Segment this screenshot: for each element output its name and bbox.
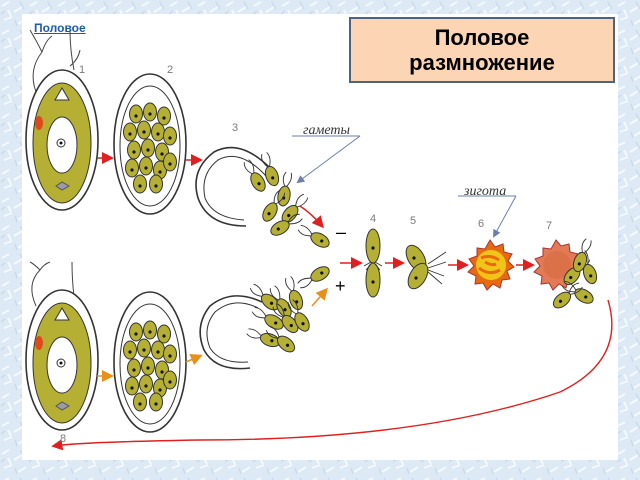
stage-number-5: 5 xyxy=(410,215,417,227)
stage-number-8: 8 xyxy=(60,433,67,445)
mature-zygote xyxy=(533,236,600,312)
stage-number-1: 1 xyxy=(79,64,86,76)
fusing-gametes xyxy=(295,222,333,292)
zygote xyxy=(467,239,515,291)
released-gametes-bottom xyxy=(199,274,313,370)
mother-cell-top xyxy=(25,29,99,211)
stage-number-6: 6 xyxy=(478,218,485,230)
stage-number-7: 7 xyxy=(546,220,553,232)
page-title: Половое размножение xyxy=(409,25,555,75)
stage-4-pair xyxy=(363,228,383,298)
stage-number-3: 3 xyxy=(232,122,239,134)
process-arrows xyxy=(51,152,613,451)
zygote-caption: зигота xyxy=(464,184,507,199)
stage-5-fusion xyxy=(405,244,447,290)
caption-pointers xyxy=(292,135,517,238)
released-gametes-top xyxy=(195,146,311,239)
gametangium-top xyxy=(113,73,187,215)
plus-sign: + xyxy=(335,276,346,296)
stage-number-2: 2 xyxy=(167,64,174,76)
mother-cell-bottom xyxy=(25,261,99,431)
title-box: Половое размножение xyxy=(349,17,615,83)
minus-sign: – xyxy=(336,222,347,242)
gametes-caption: гаметы xyxy=(303,123,351,138)
heading-link[interactable]: Половое xyxy=(34,21,86,35)
gametangium-bottom xyxy=(113,291,187,433)
stage-number-4: 4 xyxy=(370,213,377,225)
